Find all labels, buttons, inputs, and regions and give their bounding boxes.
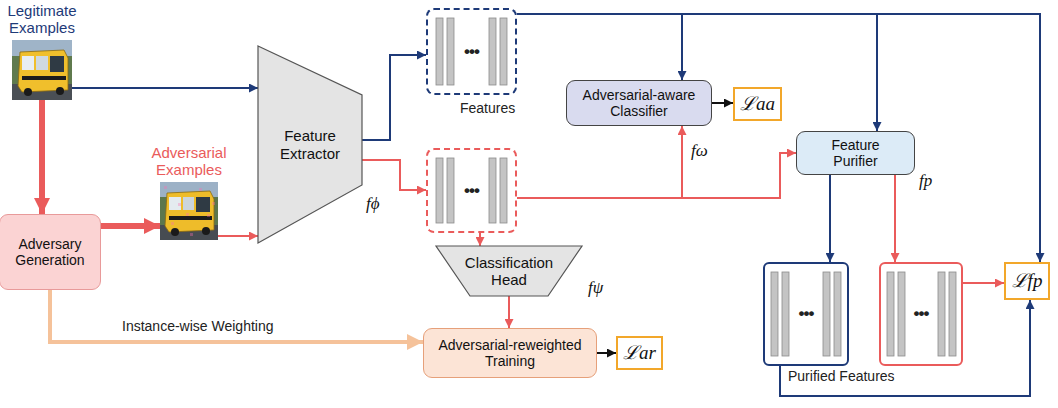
- bus-window: [183, 197, 194, 210]
- classification-head: Classification Headfψ: [436, 246, 582, 296]
- process-box: Feature Purifierfp: [796, 131, 915, 175]
- bus-wheel: [24, 88, 32, 96]
- perturbation-noise: [164, 186, 215, 236]
- function-symbol: fω: [691, 141, 708, 161]
- input-image: Legitimate Examples: [12, 40, 72, 100]
- bus-stripe: [169, 216, 212, 220]
- feature-bars: [887, 272, 956, 356]
- connector: [72, 87, 258, 89]
- node-label: •••: [914, 304, 929, 324]
- function-symbol: fp: [919, 171, 932, 191]
- bus-windshield: [196, 197, 210, 212]
- group-label: Purified Features: [788, 368, 895, 384]
- node-label: Adversarial-aware Classifier: [574, 87, 704, 119]
- bus-wheel: [202, 227, 210, 235]
- bus-photo: [160, 182, 218, 240]
- connector: [517, 14, 1040, 262]
- connector: [780, 300, 1030, 396]
- node-label: Adversarial-reweighted Training: [430, 337, 590, 369]
- feature-map: •••: [426, 148, 517, 233]
- bus-body: [18, 50, 68, 92]
- node-label: •••: [464, 181, 479, 201]
- purified-feature-map: •••: [879, 262, 963, 366]
- connector: [218, 235, 258, 237]
- connector: [963, 282, 1004, 284]
- connector: [508, 296, 510, 328]
- node-label: Feature Purifier: [814, 137, 898, 169]
- bus-stripe: [22, 76, 66, 80]
- purified-feature-map: •••: [763, 262, 849, 366]
- feature-map: •••: [426, 8, 517, 95]
- connector: [101, 223, 160, 229]
- feature-bars: [436, 18, 507, 85]
- bus-wheel: [171, 228, 179, 236]
- node-label: ℒar: [623, 342, 656, 364]
- connector: [362, 55, 426, 140]
- connector: [829, 175, 831, 262]
- connector: [362, 160, 426, 190]
- connector: [39, 100, 45, 214]
- node-label: Adversary Generation: [0, 236, 100, 268]
- process-box: Adversarial-reweighted Training: [423, 328, 597, 378]
- connector: [597, 352, 616, 354]
- function-symbol: fϕ: [366, 194, 380, 214]
- bus-photo: [12, 40, 72, 100]
- bus-body: [165, 191, 214, 232]
- connector: [517, 14, 877, 131]
- function-symbol: fψ: [588, 278, 603, 298]
- loss-box: ℒar: [616, 336, 663, 370]
- input-image: Adversarial Examples: [160, 182, 218, 240]
- group-label: Features: [460, 100, 515, 116]
- node-label: •••: [464, 42, 479, 62]
- trapezoid-shape: [258, 46, 362, 243]
- feature-bars: [771, 272, 841, 356]
- node-label: Feature Extractor: [270, 127, 350, 162]
- connector: [50, 290, 423, 342]
- node-label: •••: [799, 304, 814, 324]
- trapezoid-shape: [436, 246, 582, 296]
- bus-window: [169, 197, 181, 210]
- node-label: Classification Head: [454, 254, 564, 289]
- connector: [517, 126, 682, 198]
- bus-windshield: [50, 56, 64, 72]
- connector: [894, 175, 896, 262]
- loss-box: ℒfp: [1004, 262, 1050, 300]
- node-label: ℒfp: [1012, 270, 1043, 292]
- bus-window: [22, 56, 34, 70]
- photo-ground: [12, 40, 72, 100]
- connector: [517, 153, 796, 198]
- process-box: Adversary Generation: [0, 214, 101, 290]
- bus-window: [36, 56, 48, 70]
- process-box: Adversarial-aware Classifierfω: [566, 80, 712, 126]
- node-label: ℒaa: [740, 93, 775, 115]
- photo-ground: [160, 182, 218, 240]
- connector: [517, 14, 682, 80]
- feature-bars: [436, 158, 507, 223]
- image-heading: Adversarial Examples: [143, 145, 235, 178]
- loss-box: ℒaa: [733, 87, 782, 121]
- connector: [712, 102, 733, 104]
- connector: [479, 233, 481, 246]
- edge-label: Instance-wise Weighting: [120, 318, 275, 334]
- bus-wheel: [56, 87, 64, 95]
- image-heading: Legitimate Examples: [0, 3, 88, 36]
- feature-extractor: Feature Extractorfϕ: [258, 46, 362, 243]
